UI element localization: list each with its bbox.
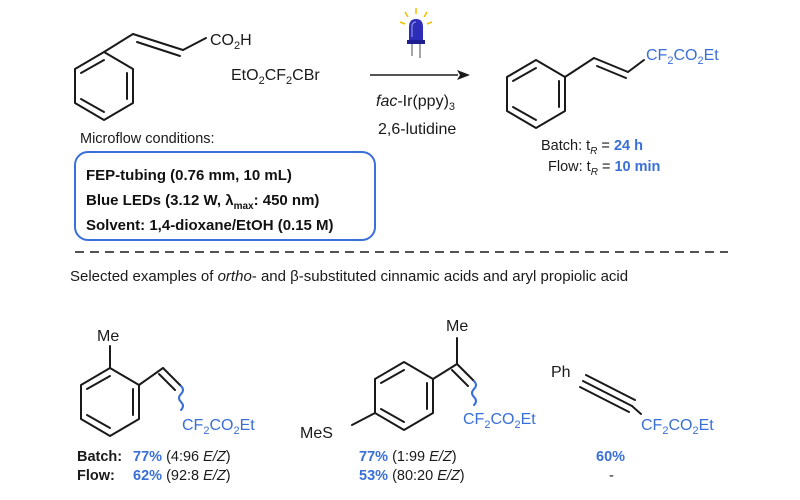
example-3-triple-bond xyxy=(582,380,633,407)
examples-caption: Selected examples of ortho- and β-substi… xyxy=(70,268,629,285)
reactant-structure xyxy=(74,33,207,121)
blue-led-icon xyxy=(399,8,433,58)
base-label: 2,6-lutidine xyxy=(378,121,456,138)
example-2-benzene-ring xyxy=(374,361,434,431)
reagent-label: EtO2CF2CBr xyxy=(231,67,320,87)
example-1-wavy-bond xyxy=(178,385,184,411)
product-benzene-ring xyxy=(506,59,566,129)
example-1-benzene-ring xyxy=(80,367,140,437)
reaction-arrow xyxy=(370,70,470,80)
product-structure xyxy=(506,57,645,129)
reactant-acid-group: CO2H xyxy=(210,32,252,52)
reactant-alkene-bond xyxy=(103,33,134,53)
condition-leds: Blue LEDs (3.12 W, λmax: 450 nm) xyxy=(86,192,320,212)
product-cf2co2et-group: CF2CO2Et xyxy=(646,47,719,67)
catalyst-label: fac-Ir(ppy)3 xyxy=(376,93,455,113)
example-2-mes: MeS xyxy=(300,425,333,442)
example-1-flow-result: 62% (92:8 E/Z) xyxy=(133,468,231,484)
example-2-flow-result: 53% (80:20 E/Z) xyxy=(359,468,465,484)
microflow-conditions-box: FEP-tubing (0.76 mm, 10 mL) Blue LEDs (3… xyxy=(74,151,376,241)
microflow-title: Microflow conditions: xyxy=(80,131,215,147)
example-1-cf2co2et: CF2CO2Et xyxy=(182,417,255,437)
example-2-batch-result: 77% (1:99 E/Z) xyxy=(359,449,457,465)
flow-time: Flow: tR = 10 min xyxy=(548,159,660,178)
example-3-batch-result: 60% xyxy=(596,449,626,465)
reactant-benzene-ring xyxy=(74,51,134,121)
example-3-flow-result: - xyxy=(609,468,614,484)
example-1-batch-result: 77% (4:96 E/Z) xyxy=(133,449,231,465)
example-2-cf2co2et: CF2CO2Et xyxy=(463,411,536,431)
results-flow-label: Flow: xyxy=(77,468,115,484)
example-3-structure xyxy=(579,374,642,415)
example-2-structure xyxy=(351,337,477,431)
example-2-methyl: Me xyxy=(446,318,468,335)
batch-time: Batch: tR = 24 h xyxy=(541,138,643,157)
example-3-cf2co2et: CF2CO2Et xyxy=(641,417,714,437)
example-3-phenyl: Ph xyxy=(551,364,571,381)
example-1-structure xyxy=(80,345,184,437)
example-2-wavy-bond xyxy=(471,380,477,406)
condition-solvent: Solvent: 1,4-dioxane/EtOH (0.15 M) xyxy=(86,217,334,234)
example-1-methyl: Me xyxy=(97,328,119,345)
results-batch-label: Batch: xyxy=(77,449,123,465)
condition-tubing: FEP-tubing (0.76 mm, 10 mL) xyxy=(86,167,292,184)
